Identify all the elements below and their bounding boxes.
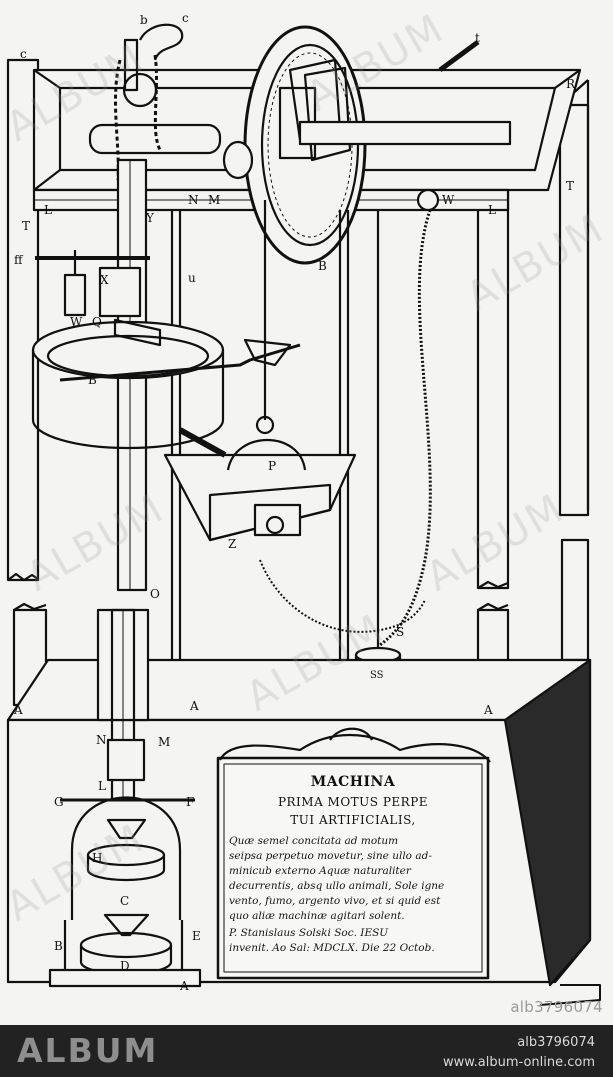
svg-text:SS: SS xyxy=(370,670,384,681)
svg-text:A: A xyxy=(483,703,493,717)
image-id: alb3796074 xyxy=(517,1035,595,1050)
watermark-image-code: alb3796074 xyxy=(510,998,603,1016)
svg-text:M: M xyxy=(158,735,170,749)
svg-text:N: N xyxy=(96,733,107,747)
svg-text:M: M xyxy=(208,193,220,207)
svg-text:R: R xyxy=(566,77,576,91)
cartouche-body-line: P. Stanislaus Solski Soc. IESU xyxy=(229,927,389,939)
svg-text:F: F xyxy=(186,795,194,809)
svg-text:N: N xyxy=(188,193,199,207)
svg-text:u: u xyxy=(188,271,196,285)
site-url-link[interactable]: www.album-online.com xyxy=(442,1055,595,1070)
cartouche-body-line: seipsa perpetuo movetur, sine ullo ad- xyxy=(229,850,432,862)
svg-text:S: S xyxy=(396,625,404,639)
svg-text:A: A xyxy=(189,699,199,713)
cartouche-body-line: decurrentis, absq ullo animali, Sole ign… xyxy=(229,880,445,892)
svg-text:G: G xyxy=(54,795,64,809)
footer-bar: ALBUM alb3796074 www.album-online.com xyxy=(0,1025,613,1077)
svg-text:L: L xyxy=(488,203,496,217)
svg-text:C: C xyxy=(120,894,129,908)
svg-text:W: W xyxy=(70,315,83,329)
svg-text:W: W xyxy=(442,193,455,207)
svg-text:b: b xyxy=(140,13,148,27)
svg-text:L: L xyxy=(44,203,52,217)
svg-text:A: A xyxy=(179,979,189,993)
svg-text:ff: ff xyxy=(14,253,24,267)
svg-text:Z: Z xyxy=(228,537,236,551)
svg-text:E: E xyxy=(192,929,201,943)
album-logo: ALBUM xyxy=(17,1031,159,1070)
svg-text:P: P xyxy=(268,459,276,473)
cartouche-body-line: invenit. Ao Sal: MDCLX. Die 22 Octob. xyxy=(229,942,435,954)
svg-text:Y: Y xyxy=(145,211,155,225)
svg-text:T: T xyxy=(22,219,30,233)
cartouche-body-line: Quæ semel concitata ad motum xyxy=(229,835,399,847)
svg-text:B: B xyxy=(88,373,97,387)
svg-text:c: c xyxy=(182,11,189,25)
svg-text:T: T xyxy=(566,179,574,193)
svg-text:X: X xyxy=(100,273,109,287)
svg-text:c: c xyxy=(20,47,27,61)
svg-text:O: O xyxy=(150,587,160,601)
cartouche-title-line-1: MACHINA xyxy=(310,774,396,790)
svg-text:Q: Q xyxy=(92,315,102,329)
svg-text:t: t xyxy=(475,31,480,45)
cartouche-title-line-2: PRIMA MOTUS PERPE xyxy=(277,795,429,809)
svg-text:B: B xyxy=(318,259,327,273)
cartouche-body-line: quo aliæ machinæ agitari solent. xyxy=(229,910,405,922)
svg-text:H: H xyxy=(92,851,102,865)
svg-text:L: L xyxy=(98,779,106,793)
svg-text:B: B xyxy=(54,939,63,953)
perpetual-motion-machine-drawing: bc ct RT TL LM NY WW QX BB ffu PZ SSS AA… xyxy=(6,11,601,1006)
svg-text:A: A xyxy=(13,703,23,717)
svg-text:D: D xyxy=(120,959,130,973)
cartouche-body-line: vento, fumo, argento vivo, et si quid es… xyxy=(229,895,441,907)
cartouche-body-line: minicub externo Aquæ naturaliter xyxy=(229,865,411,877)
cartouche-title-line-3: TUI ARTIFICIALIS, xyxy=(290,813,416,827)
